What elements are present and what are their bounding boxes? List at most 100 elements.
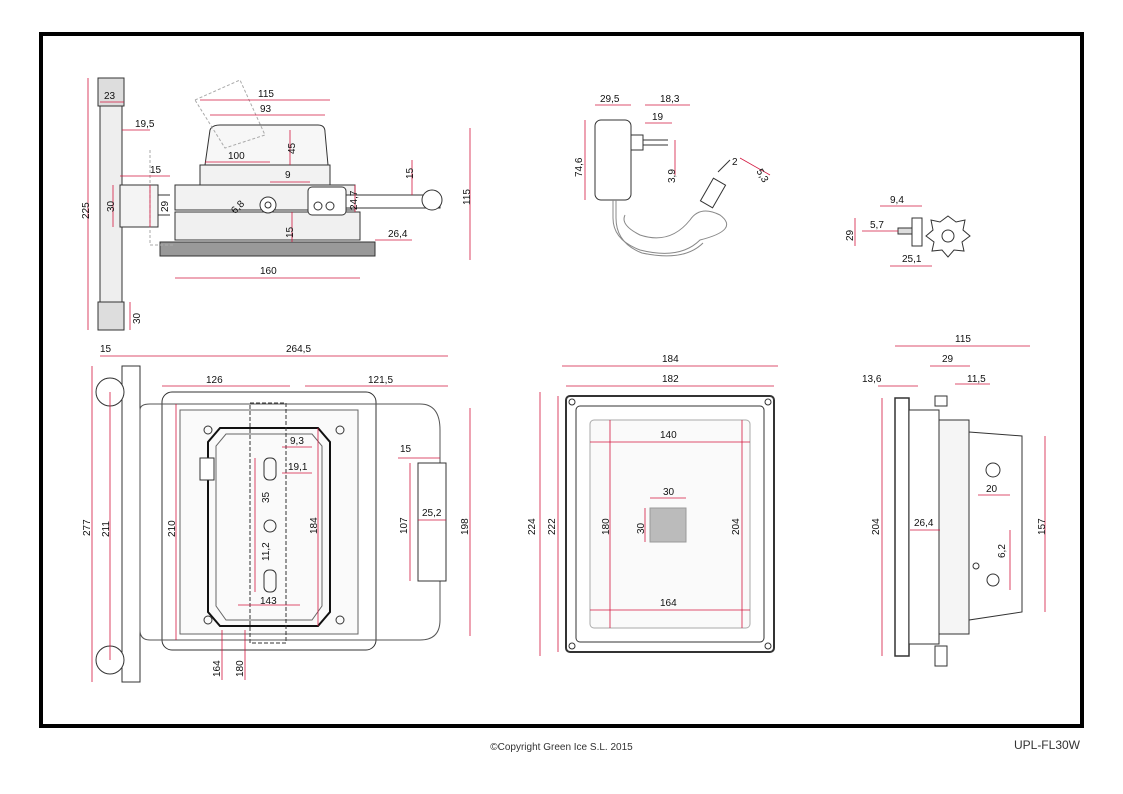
dim-label: 204 bbox=[731, 518, 742, 535]
dim-label: 277 bbox=[82, 519, 93, 536]
dim-label: 126 bbox=[206, 375, 223, 386]
led-chip bbox=[649, 507, 687, 543]
dim-label: 264,5 bbox=[286, 344, 311, 355]
dim-label: 15 bbox=[400, 444, 412, 455]
front-view-dims bbox=[91, 355, 471, 682]
dim-label: 74,6 bbox=[574, 157, 585, 177]
dim-label: 30 bbox=[636, 522, 647, 534]
dim-label: 15 bbox=[150, 165, 162, 176]
dim-label: 30 bbox=[132, 312, 143, 324]
adapter-body bbox=[594, 119, 632, 201]
dim-label: 160 bbox=[260, 266, 277, 277]
housing-glass bbox=[174, 211, 361, 241]
dim-label: 6,2 bbox=[997, 544, 1008, 558]
dim-label: 11,2 bbox=[261, 542, 272, 561]
dim-label: 3,9 bbox=[667, 169, 678, 183]
dim-label: 19,5 bbox=[135, 119, 155, 130]
knob bbox=[897, 215, 971, 258]
dim-label: 29 bbox=[942, 354, 954, 365]
dim-label: 2 bbox=[732, 157, 738, 168]
back-view-dims bbox=[539, 365, 778, 656]
dim-label: 184 bbox=[309, 517, 320, 534]
wall-bracket bbox=[121, 365, 141, 683]
dim-label: 211 bbox=[101, 521, 112, 537]
dim-label: 11,5 bbox=[967, 374, 986, 385]
dim-label: 9 bbox=[285, 170, 291, 181]
dim-label: 23 bbox=[104, 91, 116, 102]
handle bbox=[139, 403, 441, 641]
dim-label: 164 bbox=[660, 598, 677, 609]
dim-label: 45 bbox=[287, 142, 298, 154]
side-view-labels: 115 93 23 19,5 100 45 225 15 30 29 9 15 … bbox=[81, 89, 473, 324]
dim-label: 143 bbox=[260, 596, 277, 607]
dim-label: 107 bbox=[399, 517, 410, 534]
dim-label: 198 bbox=[460, 518, 471, 535]
dim-label: 224 bbox=[527, 518, 538, 535]
knob-head bbox=[911, 217, 923, 247]
dim-label: 115 bbox=[462, 189, 473, 205]
copyright-text: ©Copyright Green Ice S.L. 2015 bbox=[490, 742, 633, 753]
lamp-front-glass bbox=[159, 241, 376, 257]
dim-label: 29 bbox=[160, 200, 171, 212]
model-number: UPL-FL30W bbox=[1013, 738, 1080, 752]
dim-label: 18,3 bbox=[660, 94, 680, 105]
dim-label: 25,2 bbox=[422, 508, 442, 519]
adapter-dims bbox=[584, 104, 771, 200]
dim-label: 15 bbox=[285, 226, 296, 238]
side-view bbox=[97, 77, 443, 331]
dim-label: 204 bbox=[871, 518, 882, 535]
dim-label: 29,5 bbox=[600, 94, 620, 105]
dim-label: 35 bbox=[261, 491, 272, 503]
side-view-dims bbox=[87, 78, 471, 330]
back-view bbox=[565, 395, 775, 653]
front-view-labels: 15 264,5 126 121,5 277 211 210 9,3 19,1 … bbox=[82, 344, 471, 677]
dim-label: 26,4 bbox=[388, 229, 408, 240]
dim-label: 15 bbox=[100, 344, 112, 355]
dim-label: 100 bbox=[228, 151, 245, 162]
dim-label: 225 bbox=[81, 202, 92, 219]
dim-label: 222 bbox=[547, 518, 558, 535]
dim-label: 19 bbox=[652, 112, 664, 123]
front-view bbox=[95, 365, 447, 683]
dim-label: 164 bbox=[212, 660, 223, 677]
star-knob-icon bbox=[925, 215, 971, 258]
clamp bbox=[119, 184, 159, 228]
dim-label: 29 bbox=[845, 229, 856, 241]
dim-label: 9,4 bbox=[890, 195, 904, 206]
heatsink bbox=[938, 419, 970, 635]
profile-view-labels: 115 29 13,6 11,5 204 26,4 20 6,2 157 bbox=[862, 334, 1048, 558]
housing-top bbox=[204, 124, 329, 166]
dim-label: 30 bbox=[663, 487, 675, 498]
mounting-plate bbox=[249, 402, 287, 644]
lamp-glass-edge bbox=[894, 397, 910, 657]
dim-label: 25,1 bbox=[902, 254, 922, 265]
dim-label: 184 bbox=[662, 354, 679, 365]
dim-label: 30 bbox=[106, 200, 117, 212]
profile-view bbox=[894, 395, 1023, 667]
dim-label: 210 bbox=[167, 520, 178, 537]
dim-label: 20 bbox=[986, 484, 998, 495]
dim-label: 115 bbox=[258, 89, 274, 100]
power-adapter bbox=[594, 119, 731, 257]
dim-label: 93 bbox=[260, 104, 272, 115]
back-view-labels: 184 182 140 224 222 180 30 30 204 164 bbox=[527, 354, 742, 609]
dim-label: 180 bbox=[601, 518, 612, 535]
dim-label: 9,3 bbox=[290, 436, 304, 447]
knob-dims bbox=[854, 205, 932, 267]
dim-label: 182 bbox=[662, 374, 679, 385]
dim-label: 5,7 bbox=[870, 220, 884, 231]
drawing-frame bbox=[39, 32, 1084, 728]
dim-label: 121,5 bbox=[368, 375, 393, 386]
dim-label: 24,7 bbox=[349, 190, 360, 210]
dim-label: 115 bbox=[955, 334, 971, 345]
dim-label: 140 bbox=[660, 430, 677, 441]
adapter-plug bbox=[699, 177, 727, 209]
profile-view-dims bbox=[878, 345, 1046, 656]
dim-label: 26,4 bbox=[914, 518, 934, 529]
dim-label: 13,6 bbox=[862, 374, 882, 385]
dim-label: 180 bbox=[235, 660, 246, 677]
dim-label: 157 bbox=[1037, 518, 1048, 535]
dim-label: 19,1 bbox=[288, 462, 308, 473]
dim-label: 5,3 bbox=[754, 167, 771, 185]
